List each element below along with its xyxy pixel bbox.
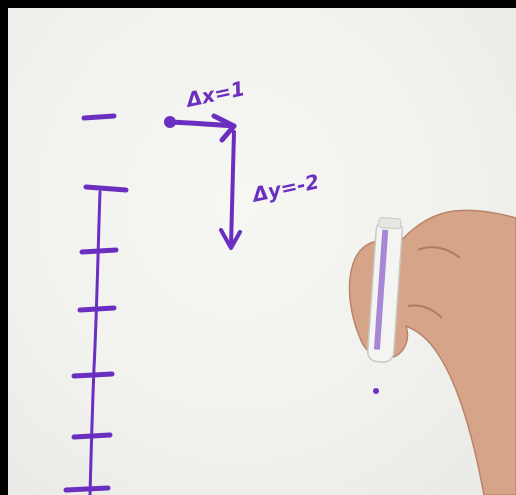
tick-mark — [71, 432, 113, 440]
tick-mark — [71, 371, 115, 379]
tick-mark — [79, 247, 119, 255]
tick-mark — [81, 113, 117, 121]
tick-mark — [63, 485, 111, 493]
drawing-layer — [63, 113, 516, 495]
tick-mark — [77, 305, 117, 313]
number-line — [88, 190, 102, 495]
dry-erase-marker — [367, 217, 403, 363]
delta-x-arrow — [167, 119, 237, 129]
finger-crease — [417, 246, 461, 259]
finger-crease — [407, 304, 443, 319]
marker-dot — [373, 388, 379, 394]
tick-mark — [83, 184, 129, 193]
delta-y-arrow — [229, 130, 236, 248]
delta-x-arrowhead — [211, 113, 237, 143]
whiteboard: Δx=1 Δy=-2 — [8, 8, 516, 495]
delta-y-arrowhead — [219, 228, 242, 250]
